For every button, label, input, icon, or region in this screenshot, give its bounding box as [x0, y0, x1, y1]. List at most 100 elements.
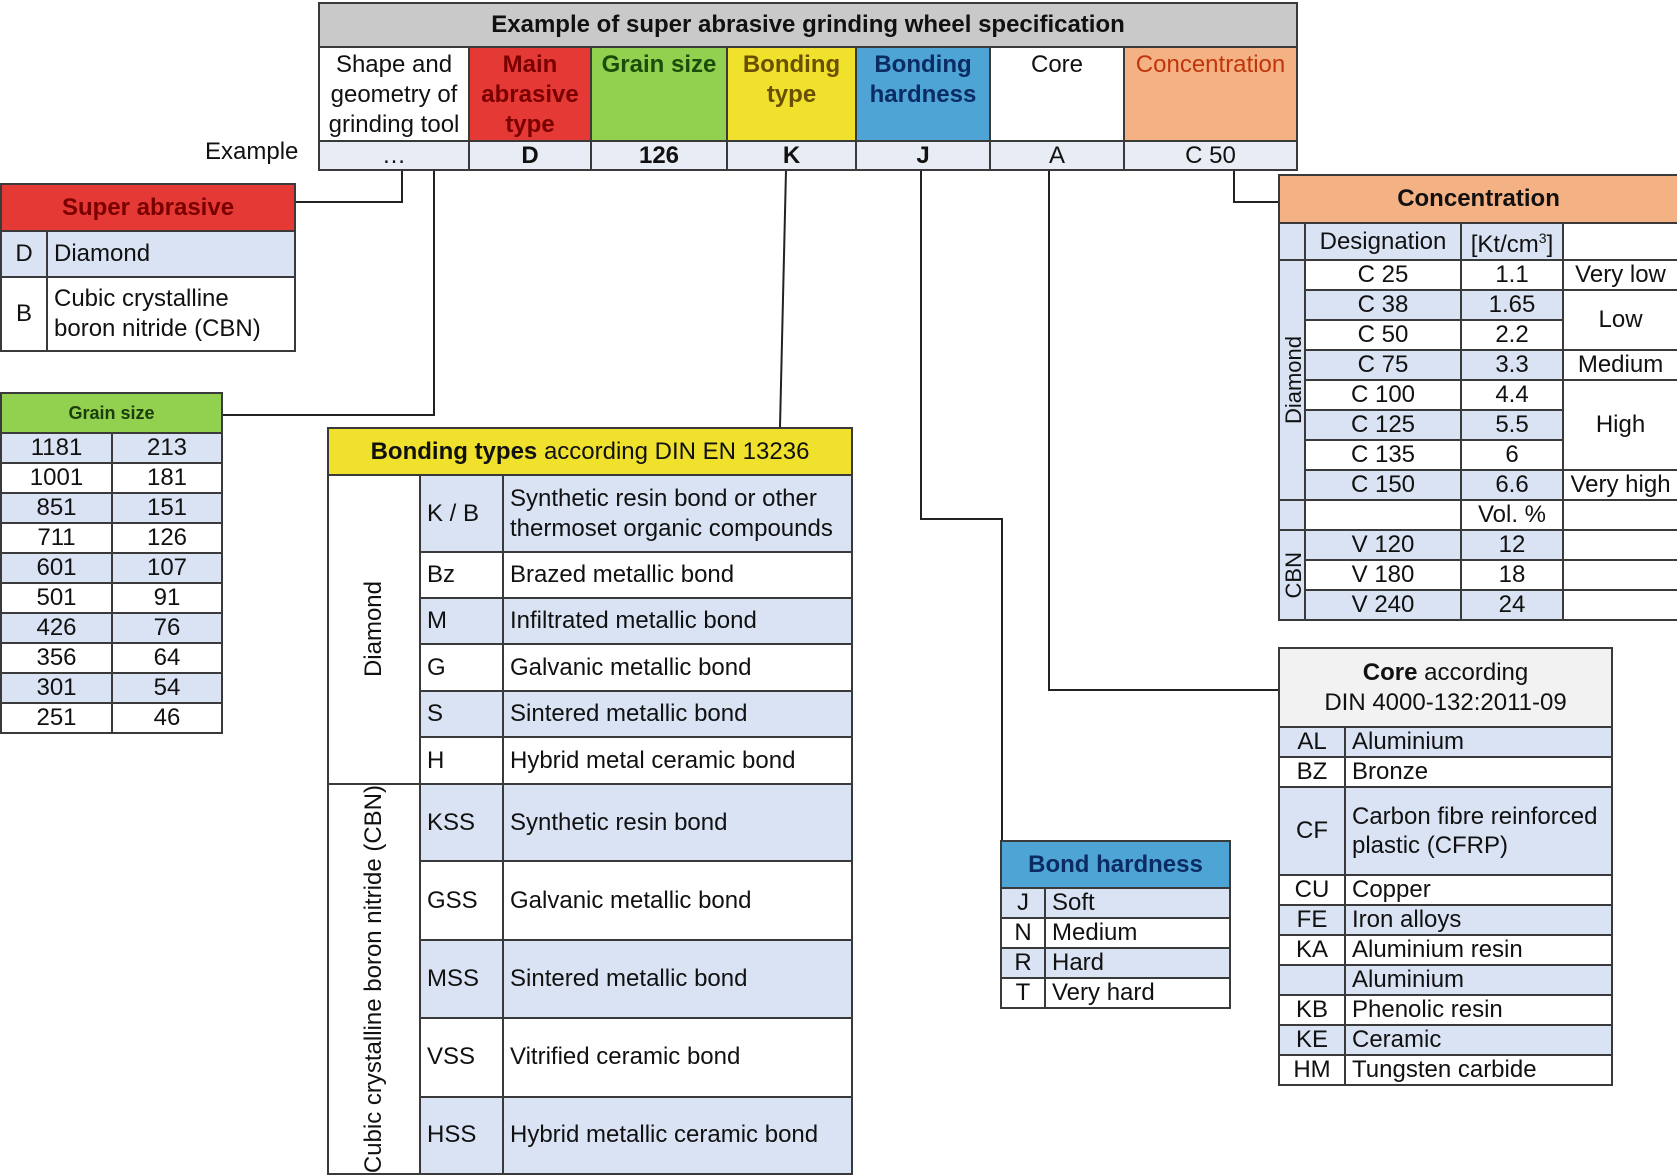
super-abrasive-table: Super abrasive D Diamond B Cubic crystal… — [0, 183, 296, 352]
grain-size-value: 501 — [0, 582, 113, 614]
unit-superscript: 3 — [1538, 230, 1547, 246]
core-code: KE — [1278, 1024, 1346, 1056]
grain-size-value: 151 — [110, 492, 224, 524]
bonding-code: HSS — [419, 1095, 504, 1175]
concentration-blank — [1278, 222, 1306, 261]
bonding-desc: Hybrid metal ceramic bond — [501, 736, 854, 785]
connector-core — [1048, 170, 1278, 691]
core-code: HM — [1278, 1054, 1346, 1086]
grain-size-title: Grain size — [0, 392, 224, 434]
core-name: Tungsten carbide — [1343, 1054, 1614, 1086]
grain-size-value: 1001 — [0, 462, 113, 494]
bonding-group-label: Diamond — [360, 581, 387, 678]
col-hardness-label: Bonding hardness — [855, 46, 991, 142]
carat-value: 5.5 — [1460, 409, 1564, 441]
bonding-desc: Brazed metallic bond — [501, 551, 854, 599]
diamond-group: Diamond — [1278, 259, 1306, 501]
concentration-blank — [1561, 529, 1677, 561]
bonding-types-title-rest: according DIN EN 13236 — [543, 437, 810, 465]
concentration-level: Medium — [1561, 349, 1677, 381]
concentration-level: Very high — [1561, 469, 1677, 501]
concentration-blank — [1278, 499, 1306, 531]
hardness-code: T — [1000, 977, 1046, 1009]
diamond-group-label: Diamond — [1281, 335, 1306, 425]
vol-value: 12 — [1460, 529, 1564, 561]
connector-hardness — [920, 170, 1003, 840]
bonding-group-cbn: Cubic crystalline boron nitride (CBN) — [327, 782, 421, 1175]
bonding-code: K / B — [419, 474, 504, 553]
example-hardness: J — [855, 140, 991, 171]
bonding-code: GSS — [419, 860, 504, 942]
abrasive-code: B — [0, 276, 48, 352]
connector-lines — [221, 169, 1278, 840]
designation: V 120 — [1304, 529, 1462, 561]
grain-size-value: 64 — [110, 642, 224, 674]
concentration-table: Concentration Designation [Kt/cm3] Diamo… — [1277, 174, 1677, 621]
grain-size-value: 76 — [110, 612, 224, 644]
bonding-types-title: Bonding types according DIN EN 13236 — [326, 427, 854, 476]
hardness-name: Medium — [1043, 917, 1232, 949]
designation: C 150 — [1304, 469, 1462, 501]
designation: C 125 — [1304, 409, 1462, 441]
core-name: Aluminium — [1343, 964, 1614, 996]
concentration-level: Very low — [1561, 259, 1677, 291]
designation: C 38 — [1304, 289, 1462, 321]
bonding-desc: Synthetic resin bond or other thermoset … — [501, 474, 854, 553]
core-code: AL — [1278, 726, 1346, 758]
designation: C 75 — [1304, 349, 1462, 381]
grain-size-value: 126 — [110, 522, 224, 554]
example-bonding: K — [726, 140, 857, 171]
designation: V 240 — [1304, 589, 1462, 621]
core-name: Bronze — [1343, 756, 1614, 788]
grain-size-value: 91 — [110, 582, 224, 614]
abrasive-name: Cubic crystalline boron nitride (CBN) — [46, 276, 296, 352]
bonding-desc: Galvanic metallic bond — [501, 643, 854, 692]
concentration-blank — [1561, 559, 1677, 591]
connector-concentration — [1233, 170, 1278, 203]
core-name: Ceramic — [1343, 1024, 1614, 1056]
hardness-code: J — [1000, 887, 1046, 919]
core-name: Aluminium — [1343, 726, 1614, 758]
specification-title: Example of super abrasive grinding wheel… — [317, 2, 1299, 48]
bond-hardness-title: Bond hardness — [999, 840, 1232, 889]
bonding-code: G — [419, 643, 504, 692]
designation: C 50 — [1304, 319, 1462, 351]
core-name: Aluminium resin — [1343, 934, 1614, 966]
grain-size-value: 851 — [0, 492, 113, 524]
bonding-code: VSS — [419, 1016, 504, 1098]
concentration-col-designation: Designation — [1304, 222, 1462, 261]
bonding-desc: Synthetic resin bond — [501, 782, 854, 863]
bonding-desc: Sintered metallic bond — [501, 690, 854, 738]
grain-size-value: 1181 — [0, 432, 113, 464]
col-abrasive-label: Main abrasive type — [468, 46, 592, 142]
bonding-types-table: Bonding types according DIN EN 13236 Dia… — [326, 427, 854, 1175]
abrasive-code: D — [0, 230, 48, 278]
unit-text: [Kt/cm — [1470, 231, 1539, 258]
grain-size-value: 213 — [110, 432, 224, 464]
carat-value: 1.65 — [1460, 289, 1564, 321]
designation: C 135 — [1304, 439, 1462, 471]
vol-value: 18 — [1460, 559, 1564, 591]
bonding-code: H — [419, 736, 504, 785]
bonding-code: MSS — [419, 939, 504, 1019]
core-code: FE — [1278, 904, 1346, 936]
core-code — [1278, 964, 1346, 996]
core-title-rest: according — [1424, 658, 1529, 686]
concentration-blank — [1561, 499, 1677, 531]
connector-grain — [221, 170, 435, 416]
bonding-desc: Hybrid metallic ceramic bond — [501, 1095, 854, 1175]
concentration-level: High — [1561, 379, 1677, 471]
concentration-title: Concentration — [1277, 174, 1677, 224]
bonding-desc: Sintered metallic bond — [501, 939, 854, 1019]
cbn-group: CBN — [1278, 529, 1306, 621]
designation: C 25 — [1304, 259, 1462, 291]
bonding-code: M — [419, 597, 504, 645]
col-core-label: Core — [989, 46, 1125, 142]
core-name: Copper — [1343, 874, 1614, 906]
abrasive-name: Diamond — [46, 230, 296, 278]
vol-label: Vol. % — [1460, 499, 1564, 531]
designation: V 180 — [1304, 559, 1462, 591]
bonding-code: Bz — [419, 551, 504, 599]
core-code: KB — [1278, 994, 1346, 1026]
